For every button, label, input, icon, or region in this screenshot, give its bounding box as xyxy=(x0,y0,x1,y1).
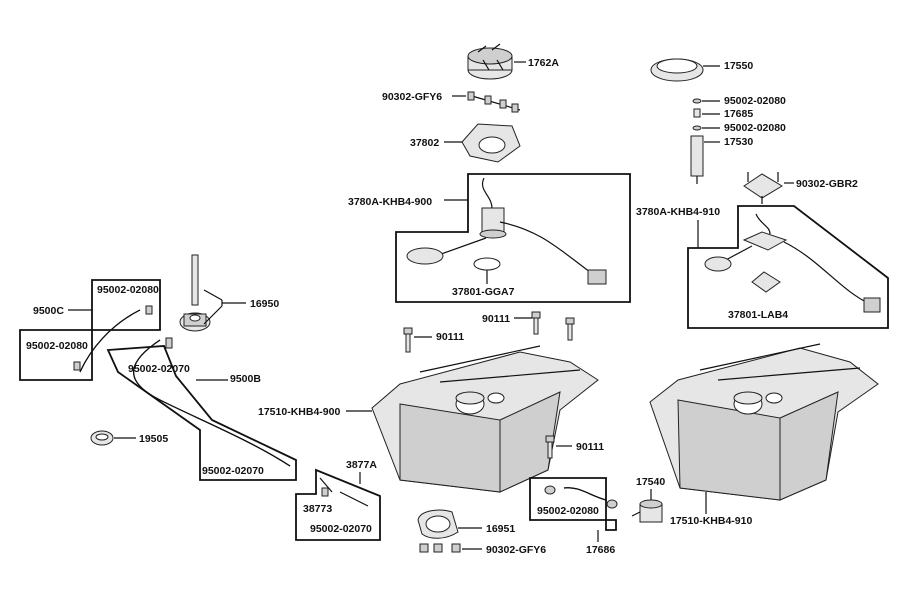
fuel-cap-part xyxy=(467,43,513,80)
bracket-gbr2-part xyxy=(743,172,783,204)
bolt-pair-90111-part xyxy=(531,311,575,341)
screw-set-top-part xyxy=(467,91,521,113)
label-90111-b: 90111 xyxy=(482,313,510,325)
label-16950: 16950 xyxy=(250,298,279,310)
label-17686: 17686 xyxy=(586,544,615,556)
fuel-pump-unit-900-part xyxy=(406,177,607,285)
fuel-pump-unit-910-part xyxy=(704,213,881,313)
label-17530: 17530 xyxy=(724,136,753,148)
label-19505: 19505 xyxy=(139,433,168,445)
fuel-tank-910-part xyxy=(649,343,879,501)
label-95002-02080-l1: 95002-02080 xyxy=(97,284,159,296)
label-90111-c: 90111 xyxy=(576,441,604,453)
label-90302-GFY6-bottom: 90302-GFY6 xyxy=(486,544,546,556)
label-16951: 16951 xyxy=(486,523,515,535)
gasket-plate-part xyxy=(461,123,521,163)
fuel-unit-900-box xyxy=(395,173,631,303)
label-95002-02070-b: 95002-02070 xyxy=(202,465,264,477)
fitting-stack-part xyxy=(690,98,704,184)
clamp-19505-part xyxy=(90,430,114,446)
fuel-tank-900-part xyxy=(371,345,599,493)
hose-9500B-box xyxy=(106,345,297,481)
label-95002-02070-c: 95002-02070 xyxy=(310,523,372,535)
kit-3877A-box xyxy=(295,468,381,541)
label-90302-GFY6-top: 90302-GFY6 xyxy=(382,91,442,103)
label-1762A: 1762A xyxy=(528,57,559,69)
label-95002-02080-r2: 95002-02080 xyxy=(724,122,786,134)
label-3780A-KHB4-900: 3780A-KHB4-900 xyxy=(348,196,432,208)
label-37801-LAB4: 37801-LAB4 xyxy=(728,309,788,321)
kit-3877A-part xyxy=(319,477,369,507)
label-90302-GBR2: 90302-GBR2 xyxy=(796,178,858,190)
label-95002-02080-l2: 95002-02080 xyxy=(26,340,88,352)
bracket-16951-part xyxy=(417,509,459,539)
label-17550: 17550 xyxy=(724,60,753,72)
label-37802: 37802 xyxy=(410,137,439,149)
fuel-valve-part xyxy=(179,254,211,332)
label-95002-02080-r1: 95002-02080 xyxy=(724,95,786,107)
ring-cap-part xyxy=(650,58,704,82)
label-17540: 17540 xyxy=(636,476,665,488)
label-17685: 17685 xyxy=(724,108,753,120)
bolt-90111-c-part xyxy=(545,435,555,459)
hose-17686-part xyxy=(544,485,618,509)
label-9500B: 9500B xyxy=(230,373,261,385)
fuel-filter-17540-part xyxy=(631,499,663,523)
label-3780A-KHB4-910: 3780A-KHB4-910 xyxy=(636,206,720,218)
label-90111-a: 90111 xyxy=(436,331,464,343)
label-95002-02080-m: 95002-02080 xyxy=(537,505,599,517)
label-9500C: 9500C xyxy=(33,305,64,317)
label-17510-KHB4-910: 17510-KHB4-910 xyxy=(670,515,752,527)
label-95002-02070-a: 95002-02070 xyxy=(128,363,190,375)
hose-9500C-box xyxy=(19,279,161,381)
label-37801-GGA7: 37801-GGA7 xyxy=(452,286,515,298)
hose-17686-box xyxy=(529,477,617,531)
label-38773: 38773 xyxy=(303,503,332,515)
bolt-90111-a-part xyxy=(403,327,413,353)
screw-set-bottom-part xyxy=(419,543,461,553)
hose-9500B-part xyxy=(133,337,291,467)
hose-9500C-part xyxy=(73,305,153,373)
label-17510-KHB4-900: 17510-KHB4-900 xyxy=(258,406,340,418)
fuel-unit-910-box xyxy=(687,205,889,329)
label-3877A: 3877A xyxy=(346,459,377,471)
